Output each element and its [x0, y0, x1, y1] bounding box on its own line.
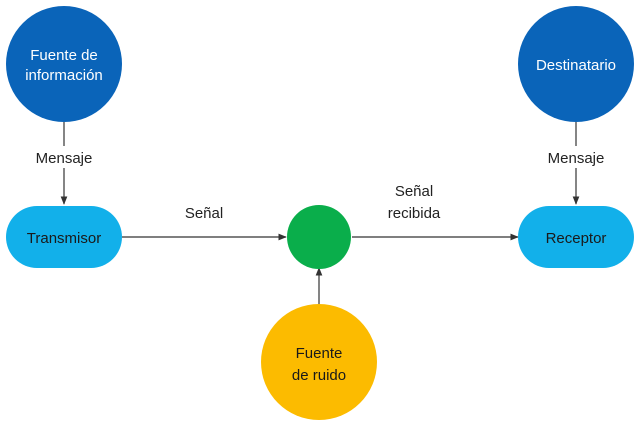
edge-label-message-left: Mensaje	[36, 150, 93, 167]
noise-source-circle	[261, 304, 377, 420]
information-source-label-line2: información	[25, 67, 103, 84]
node-noise-source: Fuente de ruido	[261, 304, 377, 420]
information-source-circle	[6, 6, 122, 122]
node-receiver: Receptor	[518, 206, 634, 268]
destination-label: Destinatario	[536, 57, 616, 74]
noise-source-label-line2: de ruido	[292, 367, 346, 384]
transmitter-pill	[6, 206, 122, 268]
transmitter-label: Transmisor	[27, 230, 101, 247]
channel-circle	[287, 205, 351, 269]
receiver-label: Receptor	[546, 230, 607, 247]
information-source-label-line1: Fuente de	[30, 47, 98, 64]
edge-label-signal: Señal	[185, 205, 223, 222]
node-transmitter: Transmisor	[6, 206, 122, 268]
edge-label-received-signal-line2: recibida	[388, 205, 441, 222]
node-channel	[287, 205, 351, 269]
receiver-pill	[518, 206, 634, 268]
edge-label-received-signal-line1: Señal	[395, 183, 433, 200]
edge-label-message-right: Mensaje	[548, 150, 605, 167]
node-information-source: Fuente de información	[6, 6, 122, 122]
noise-source-label-line1: Fuente	[296, 345, 343, 362]
destination-circle	[518, 6, 634, 122]
node-destination: Destinatario	[518, 6, 634, 122]
